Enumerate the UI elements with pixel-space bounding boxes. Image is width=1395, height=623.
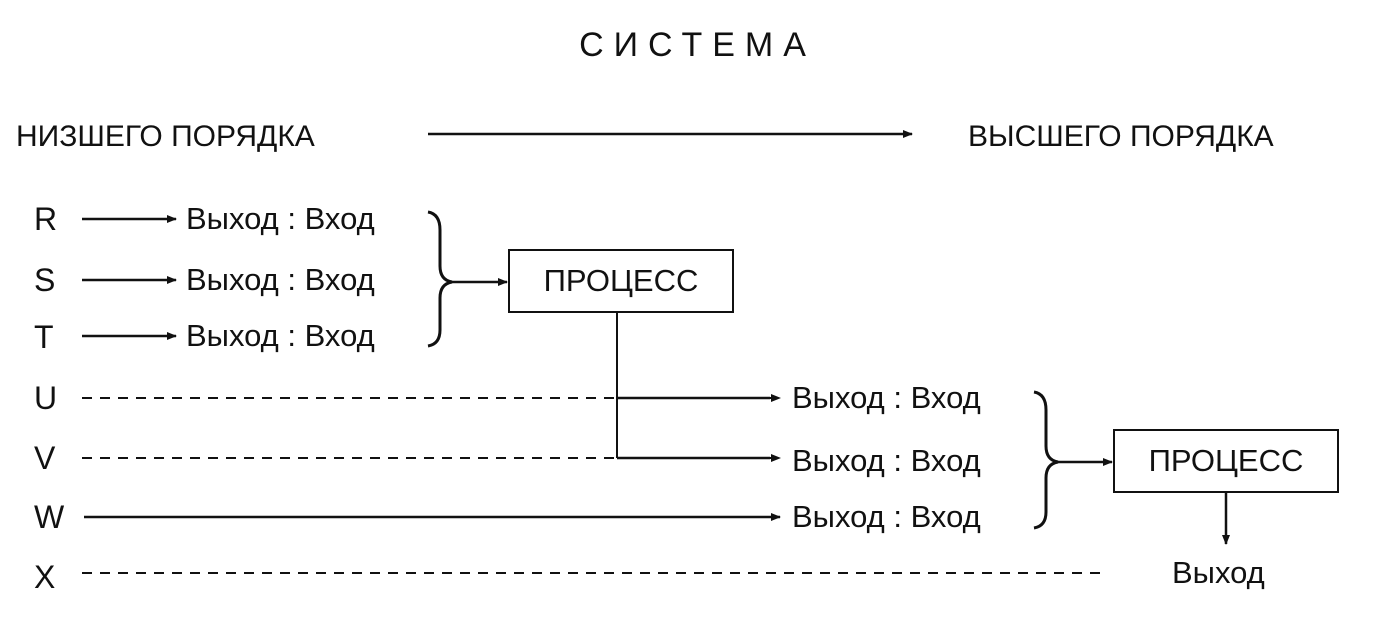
final-output-label: Выход <box>1172 555 1265 590</box>
stage2-io-label: Выход : Вход <box>792 499 981 534</box>
input-letter-r: R <box>34 201 58 237</box>
header-right: ВЫСШЕГО ПОРЯДКА <box>968 120 1274 153</box>
stage1-io-label: Выход : Вход <box>186 262 375 297</box>
input-letter-v: V <box>34 440 56 476</box>
stage2-io-label: Выход : Вход <box>792 380 981 415</box>
input-letter-x: X <box>34 559 56 595</box>
stage1-io-label: Выход : Вход <box>186 201 375 236</box>
input-letter-u: U <box>34 380 58 416</box>
diagram-title: СИСТЕМА <box>579 26 816 64</box>
header-left: НИЗШЕГО ПОРЯДКА <box>16 120 315 153</box>
process-box-2: ПРОЦЕСС <box>1113 429 1339 493</box>
brace-stage1 <box>427 210 453 348</box>
stage1-io-label: Выход : Вход <box>186 318 375 353</box>
brace-stage2 <box>1033 390 1059 530</box>
input-letter-s: S <box>34 262 56 298</box>
input-letter-t: T <box>34 319 54 355</box>
process-box-1: ПРОЦЕСС <box>508 249 734 313</box>
input-letter-w: W <box>34 499 65 535</box>
stage2-io-label: Выход : Вход <box>792 443 981 478</box>
